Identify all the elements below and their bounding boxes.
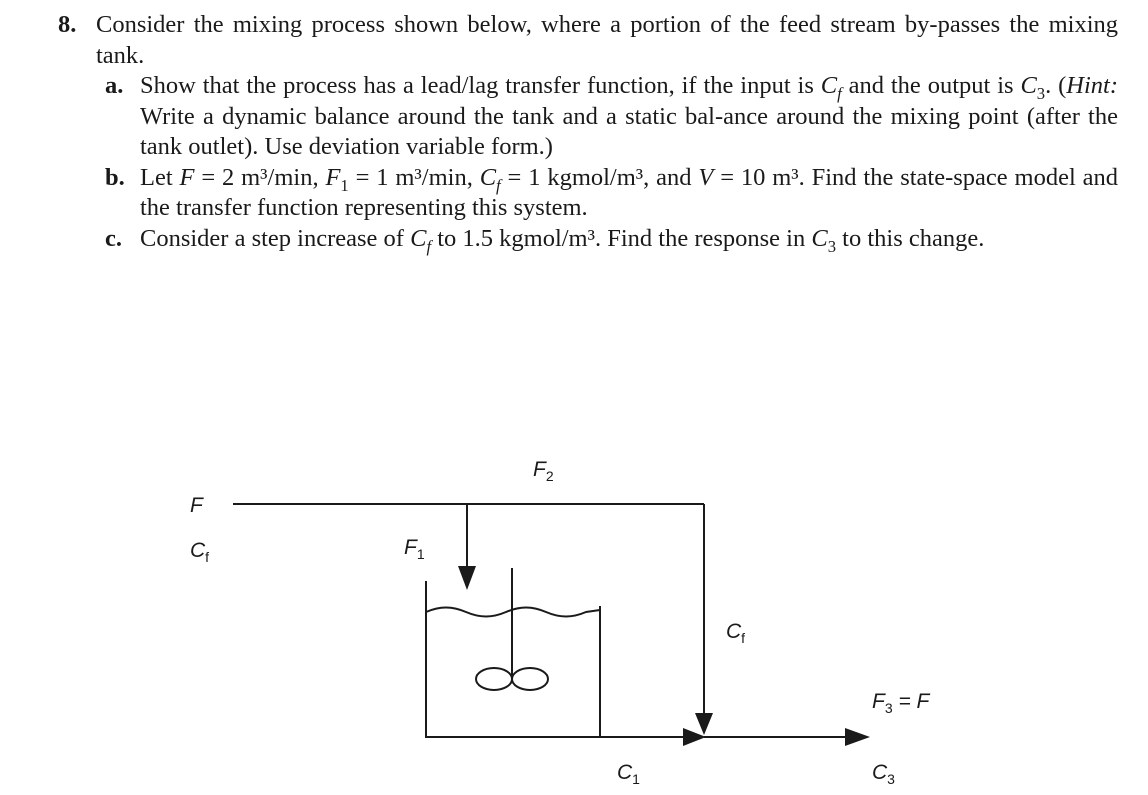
part-a-text: Show that the process has a lead/lag tra… [140,71,1118,163]
part-b-eq-4: = 10 m³. Find the state-space model and … [140,163,1118,222]
sub-f: f [426,236,432,256]
var-C: C [811,224,828,252]
part-a-text-4: Write a dynamic balance around the tank … [140,102,1118,161]
label-C1: C1 [617,761,640,787]
label-F3-eq-F: F3 = F [872,690,931,716]
part-b: b. Let F = 2 m³/min, F1 = 1 m³/min, Cf =… [105,163,1118,224]
sub-f: f [496,175,501,195]
label-sub-3: 3 [885,700,893,716]
part-b-eq-2: = 1 m³/min, [348,163,480,191]
problem-parts: a. Show that the process has a lead/lag … [105,71,1118,254]
mixing-tank [425,581,601,738]
impeller-blade-right [511,667,549,691]
problem-number: 8. [58,11,77,38]
part-a-label: a. [105,72,124,99]
var-C: C [479,163,497,191]
label-sub-2: 2 [546,468,554,484]
label-C-text: C [726,620,742,643]
part-a-text-3: . ( [1045,72,1067,99]
sub-3: 3 [1036,83,1046,103]
part-b-eq-3: = 1 kgmol/m³, and [500,163,699,191]
var-F: F [325,163,341,191]
part-c-label: c. [105,224,122,252]
part-b-label: b. [105,163,125,191]
part-a-text-1: Show that the process has a lead/lag tra… [140,72,821,99]
part-c: c. Consider a step increase of Cf to 1.5… [105,224,1118,255]
hint-label: Hint: [1066,72,1118,99]
var-C: C [820,72,838,99]
label-sub-1: 1 [632,771,640,787]
arrow-right-outlet [683,728,706,746]
label-C-text: C [617,761,633,784]
label-sub-3: 3 [887,771,895,787]
problem-8: 8. Consider the mixing process shown bel… [58,10,1118,254]
arrow-down-f1 [458,566,476,590]
sub-3: 3 [827,236,837,256]
label-F-text: F [190,494,204,517]
label-F-text: F [872,690,886,713]
problem-stem: 8. Consider the mixing process shown bel… [58,10,1118,71]
var-F: F [179,163,195,191]
part-c-text: Consider a step increase of Cf to 1.5 kg… [140,224,1118,255]
part-c-text-1: Consider a step increase of [140,224,411,252]
liquid-surface [425,606,601,618]
label-feed-Cf: Cf [190,539,209,565]
label-feed-F: F [190,494,204,517]
label-sub-1: 1 [417,546,425,562]
label-F-text: F [533,458,547,481]
part-b-text-1: Let [140,163,180,191]
label-C-text: C [872,761,888,784]
problem-stem-text: Consider the mixing process shown below,… [96,11,1118,69]
part-b-eq-1: = 2 m³/min, [194,163,326,191]
var-C: C [410,224,427,252]
part-a-text-2: and the output is [841,72,1021,99]
arrow-right-product [845,728,870,746]
impeller-blade-left [475,667,513,691]
part-c-text-2: to 1.5 kgmol/m³. Find the response in [431,224,812,252]
var-V: V [698,163,714,191]
label-eq-F: = F [893,690,931,713]
part-a: a. Show that the process has a lead/lag … [105,71,1118,163]
label-F1: F1 [404,536,425,562]
label-sub-f: f [205,549,209,565]
part-c-text-3: to this change. [836,224,985,252]
sub-1: 1 [340,175,349,195]
var-C: C [1020,72,1037,99]
sub-f: f [837,83,842,103]
label-bypass-Cf: Cf [726,620,745,646]
label-F2: F2 [533,458,554,484]
label-C3: C3 [872,761,895,787]
label-sub-f: f [741,630,745,646]
label-F-text: F [404,536,418,559]
part-b-text: Let F = 2 m³/min, F1 = 1 m³/min, Cf = 1 … [140,163,1118,224]
arrow-down-bypass [695,713,713,735]
label-C-text: C [190,539,206,562]
